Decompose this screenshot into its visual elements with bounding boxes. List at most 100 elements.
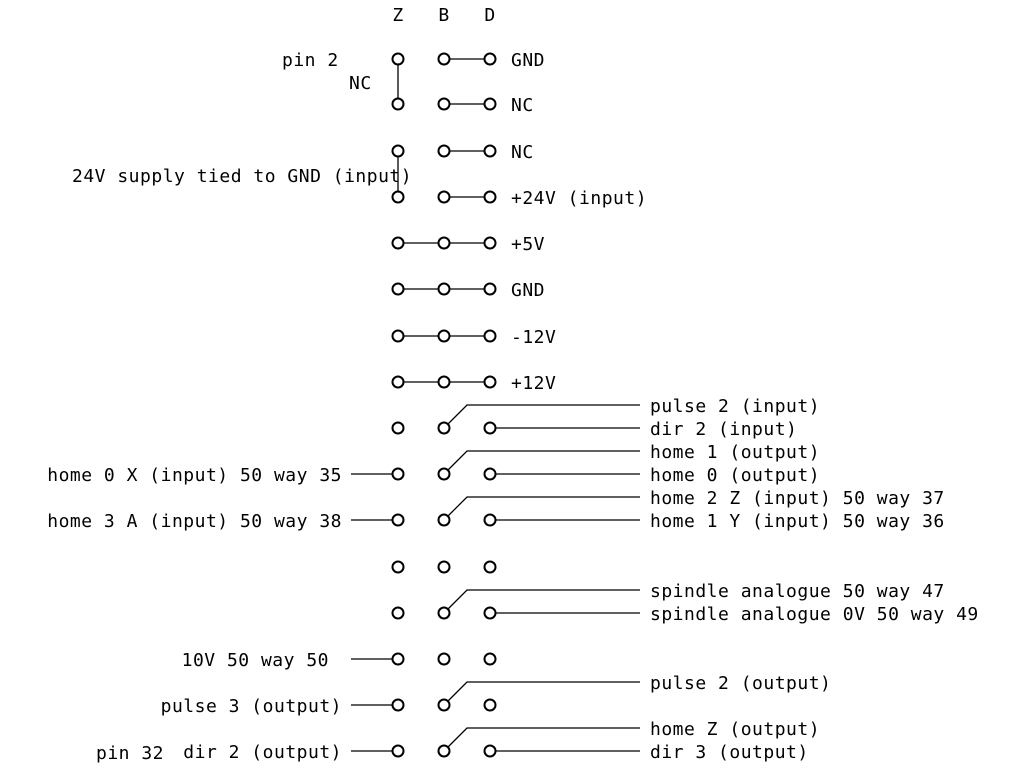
- pin-b: [437, 190, 451, 204]
- pin-b: [437, 698, 451, 712]
- pin-z-label: home 0 X (input) 50 way 35: [47, 465, 342, 486]
- pin-z: [391, 190, 405, 204]
- column-header-b: B: [438, 5, 449, 26]
- pin-d: [483, 375, 497, 389]
- b-pin-lead: [443, 681, 640, 706]
- pin-row: [391, 375, 497, 389]
- pin-b-label: pulse 2 (input): [650, 396, 820, 417]
- pin-d: [483, 467, 497, 481]
- pin-row: [391, 236, 497, 250]
- pin-b: [437, 52, 451, 66]
- pin-row: [391, 329, 497, 343]
- pin-d: [483, 744, 497, 758]
- pin-d-label: home 0 (output): [650, 465, 820, 486]
- pin-row: [391, 652, 497, 666]
- pin-z: [391, 467, 405, 481]
- pin-z-label: home 3 A (input) 50 way 38: [47, 511, 342, 532]
- pin-d: [483, 282, 497, 296]
- pin-d-label: GND: [511, 280, 545, 301]
- pin-row: [391, 467, 497, 481]
- b-pin-lead: [443, 589, 640, 614]
- pin-row: [391, 97, 497, 111]
- pin-row: [391, 144, 497, 158]
- column-header-d: D: [484, 5, 495, 26]
- pin-b: [437, 282, 451, 296]
- pin-row: [391, 421, 497, 435]
- pin-d-label: NC: [511, 142, 534, 163]
- pin-b: [437, 467, 451, 481]
- pin-d-label: +5V: [511, 234, 545, 255]
- pin-z: [391, 97, 405, 111]
- supply-tie-label: 24V supply tied to GND (input): [72, 166, 412, 187]
- pin-row: [391, 513, 497, 527]
- pin-d-label: GND: [511, 50, 545, 71]
- pin-d: [483, 606, 497, 620]
- pin-b: [437, 513, 451, 527]
- pin-b: [437, 652, 451, 666]
- pin-d-label: spindle analogue 0V 50 way 49: [650, 604, 979, 625]
- pin-d: [483, 698, 497, 712]
- pin-d-label: dir 3 (output): [650, 742, 809, 763]
- pin-row: [391, 52, 497, 66]
- pin-z: [391, 329, 405, 343]
- pin-row: [391, 744, 497, 758]
- pin-b-label: home 2 Z (input) 50 way 37: [650, 488, 945, 509]
- pin-z: [391, 652, 405, 666]
- pin-32-label: pin 32: [96, 743, 164, 764]
- pin-z: [391, 421, 405, 435]
- pin-d: [483, 421, 497, 435]
- pin-d: [483, 513, 497, 527]
- pin-row: [391, 560, 497, 574]
- pin-d: [483, 97, 497, 111]
- pin-d: [483, 560, 497, 574]
- pin-b-label: home Z (output): [650, 719, 820, 740]
- pin-z: [391, 513, 405, 527]
- pin-d-label: dir 2 (input): [650, 419, 797, 440]
- pin-d-label: +12V: [511, 373, 556, 394]
- pin-d: [483, 236, 497, 250]
- pin-b-label: pulse 2 (output): [650, 673, 831, 694]
- pin-2-label: pin 2: [282, 50, 339, 71]
- pin-row: [391, 606, 497, 620]
- pins: [391, 52, 497, 758]
- pin-b: [437, 606, 451, 620]
- pin-d: [483, 144, 497, 158]
- pin-z-label: dir 2 (output): [183, 742, 342, 763]
- pin-z: [391, 606, 405, 620]
- pin-d-label: -12V: [511, 327, 556, 348]
- pin-b: [437, 236, 451, 250]
- pin-z: [391, 560, 405, 574]
- wiring: [351, 58, 640, 752]
- pin-z: [391, 236, 405, 250]
- column-header-z: Z: [392, 5, 403, 26]
- pin-row: [391, 282, 497, 296]
- pin-b-label: home 1 (output): [650, 442, 820, 463]
- pin-b: [437, 97, 451, 111]
- pin-d-label: +24V (input): [511, 188, 647, 209]
- pin-row: [391, 698, 497, 712]
- pin-z: [391, 698, 405, 712]
- pin-z-label: pulse 3 (output): [161, 696, 342, 717]
- pin-z-label: 10V 50 way 50: [182, 650, 329, 671]
- pin-d-label: NC: [511, 95, 534, 116]
- pin-b-label: spindle analogue 50 way 47: [650, 581, 945, 602]
- pin-b: [437, 144, 451, 158]
- pin-d: [483, 652, 497, 666]
- b-pin-lead: [443, 450, 640, 475]
- pin-z: [391, 744, 405, 758]
- pin-d: [483, 190, 497, 204]
- pin-b: [437, 329, 451, 343]
- pin-b: [437, 421, 451, 435]
- pin-z: [391, 144, 405, 158]
- pin-z: [391, 282, 405, 296]
- pin-d: [483, 329, 497, 343]
- pin-row: [391, 190, 497, 204]
- b-pin-lead: [443, 727, 640, 752]
- pin-z: [391, 375, 405, 389]
- pin-z: [391, 52, 405, 66]
- nc-left-label: NC: [349, 73, 372, 94]
- pin-d-label: home 1 Y (input) 50 way 36: [650, 511, 945, 532]
- b-pin-lead: [443, 496, 640, 521]
- pin-b: [437, 375, 451, 389]
